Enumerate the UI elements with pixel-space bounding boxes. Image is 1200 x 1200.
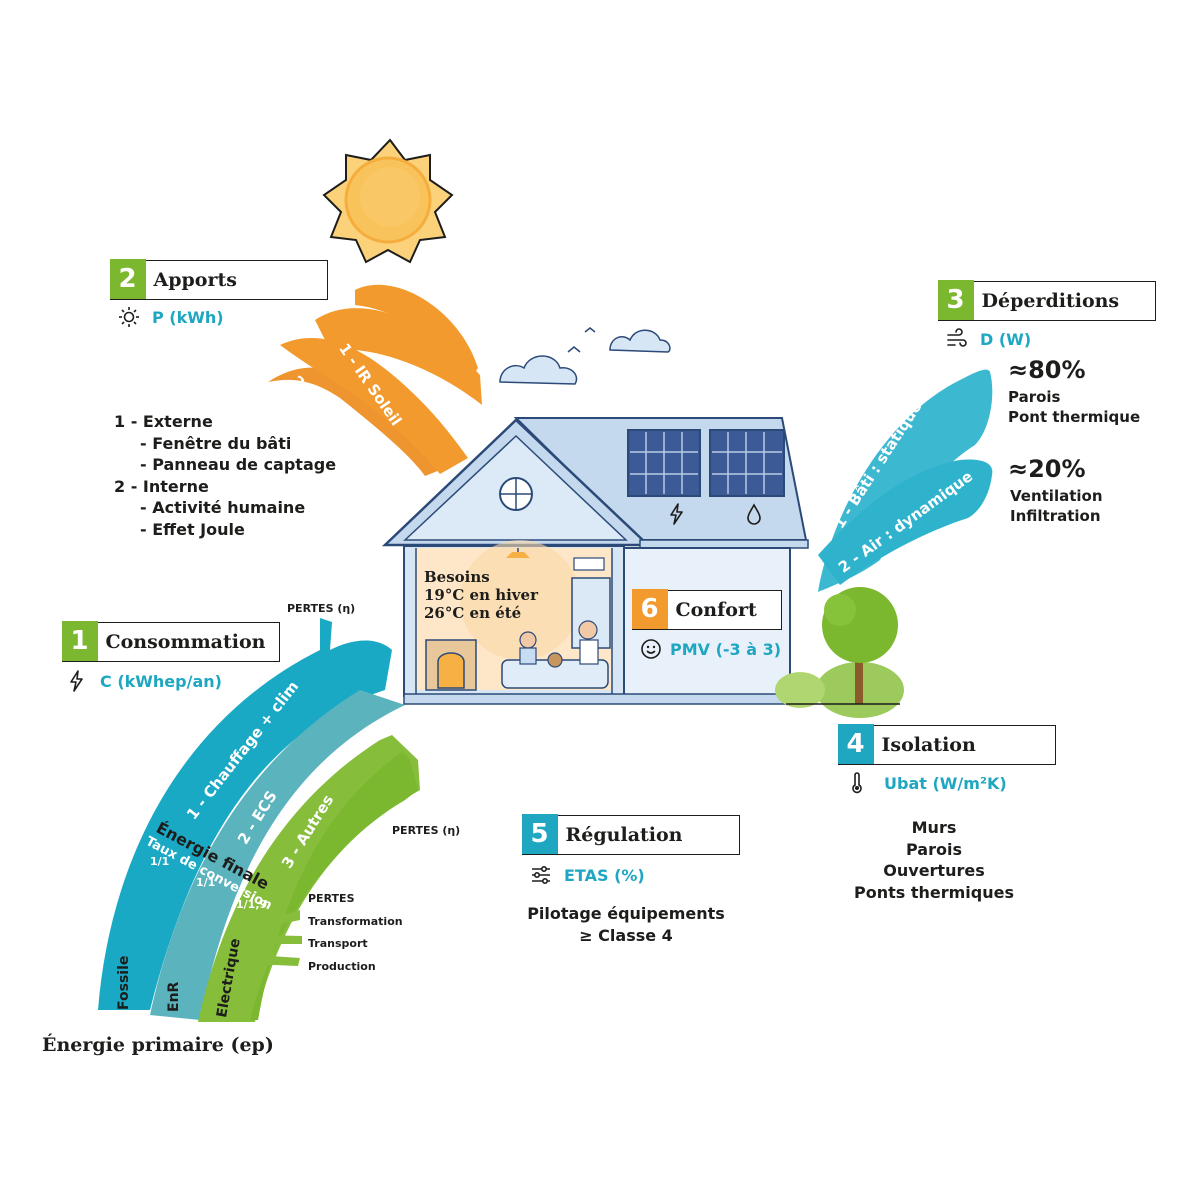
energie-primaire-label: Énergie primaire (ep) <box>42 1034 274 1056</box>
apports-list-item: - Panneau de captage <box>140 455 337 474</box>
regulation-box: 5 Régulation <box>521 814 740 855</box>
apports-title: Apports <box>153 269 237 291</box>
regulation-metric: ETAS (%) <box>530 864 645 886</box>
consommation-title: Consommation <box>105 631 266 653</box>
tree-illustration <box>775 587 904 718</box>
besoins-line: 26°C en été <box>424 604 522 622</box>
besoins-line: Besoins <box>424 568 490 586</box>
apports-list-item: 2 - Interne <box>114 476 209 496</box>
pertes-list-item: Transport <box>308 937 368 950</box>
pertes-list-item: Transformation <box>308 914 403 928</box>
source-enr: EnR <box>166 981 182 1012</box>
wind-icon <box>947 328 967 347</box>
besoins-label: Besoins 19°C en hiver 26°C en été <box>424 568 538 622</box>
isolation-title: Isolation <box>881 734 976 756</box>
regulation-line: Pilotage équipements <box>527 904 725 923</box>
regulation-number: 5 <box>521 814 558 855</box>
sun-illustration <box>322 138 454 264</box>
deperditions-pct-80: ≈80% <box>1008 356 1086 384</box>
consommation-box: 1 Consommation <box>61 621 280 662</box>
consommation-arcs <box>98 618 420 1022</box>
apports-list-item: - Effet Joule <box>140 519 245 539</box>
deperditions-detail: Pont thermique <box>1008 407 1141 426</box>
confort-metric: PMV (-3 à 3) <box>640 638 781 660</box>
pertes-list-item: Production <box>308 959 376 973</box>
apports-list-item: - Activité humaine <box>140 498 306 517</box>
deperditions-pct-80-details: Parois Pont thermique <box>1008 388 1140 427</box>
isolation-metric: Ubat (W/m²K) <box>846 772 1007 794</box>
deperditions-detail: Parois <box>1008 388 1061 406</box>
confort-box: 6 Confort <box>631 589 782 630</box>
confort-metric-text: PMV (-3 à 3) <box>670 639 782 659</box>
isolation-list-item: Ouvertures <box>883 861 985 880</box>
solar-lightning-icon <box>670 503 683 525</box>
source-fossile: Fossile <box>116 955 132 1010</box>
deperditions-arrows <box>818 369 993 592</box>
confort-number: 6 <box>631 589 668 630</box>
deperditions-pct-20-details: Ventilation Infiltration <box>1010 487 1103 526</box>
pertes-top-label: PERTES (η) <box>287 602 356 615</box>
pertes-list: PERTES Transformation Transport Producti… <box>308 888 403 978</box>
deperditions-box: 3 Déperditions <box>937 280 1156 321</box>
sun-icon <box>119 307 139 327</box>
deperditions-metric: D (W) <box>946 328 1031 350</box>
deperditions-number: 3 <box>937 280 974 321</box>
deperditions-pct-20: ≈20% <box>1008 455 1086 483</box>
regulation-line: ≥ Classe 4 <box>579 925 673 945</box>
pertes-mid-label: PERTES (η) <box>392 824 461 837</box>
isolation-list-item: Parois <box>906 839 962 859</box>
apports-box: 2 Apports <box>109 259 328 300</box>
apports-arrows <box>268 284 482 476</box>
apports-list-item: - Fenêtre du bâti <box>140 433 292 453</box>
besoins-line: 19°C en hiver <box>424 586 538 604</box>
apports-number: 2 <box>109 259 146 300</box>
ratio-fossile: 1/1 <box>150 855 170 868</box>
consommation-number: 1 <box>61 621 98 662</box>
lightning-icon <box>70 670 83 692</box>
isolation-list-item: Ponts thermiques <box>853 882 1014 902</box>
apports-list: 1 - Externe - Fenêtre du bâti - Panneau … <box>114 411 336 540</box>
regulation-text: Pilotage équipements ≥ Classe 4 <box>510 903 742 946</box>
pertes-list-item: PERTES <box>308 892 355 905</box>
confort-title: Confort <box>675 599 757 621</box>
deperditions-metric-text: D (W) <box>980 329 1032 349</box>
consommation-metric: C (kWhep/an) <box>66 670 222 692</box>
consommation-metric-text: C (kWhep/an) <box>100 671 222 691</box>
house-illustration <box>381 417 809 705</box>
apports-list-item: 1 - Externe <box>114 412 213 431</box>
isolation-list-item: Murs <box>911 818 957 837</box>
deperditions-title: Déperditions <box>981 290 1120 312</box>
isolation-metric-text: Ubat (W/m²K) <box>884 773 1007 793</box>
smiley-icon <box>641 639 661 659</box>
isolation-number: 4 <box>837 724 874 765</box>
regulation-title: Régulation <box>565 824 683 846</box>
solar-droplet-icon <box>747 503 761 525</box>
deperditions-detail: Infiltration <box>1010 506 1101 525</box>
regulation-metric-text: ETAS (%) <box>564 865 645 885</box>
sliders-icon <box>532 865 550 885</box>
thermometer-icon <box>852 772 862 794</box>
isolation-list: Murs Parois Ouvertures Ponts thermiques <box>838 817 1030 903</box>
apports-metric: P (kWh) <box>118 306 224 328</box>
deperditions-detail: Ventilation <box>1010 487 1103 505</box>
clouds-illustration <box>499 327 671 385</box>
ratio-enr: 1/1 <box>196 876 216 889</box>
apports-metric-text: P (kWh) <box>152 307 224 327</box>
ratio-electrique: 1/1,9 <box>236 898 268 911</box>
isolation-box: 4 Isolation <box>837 724 1056 765</box>
